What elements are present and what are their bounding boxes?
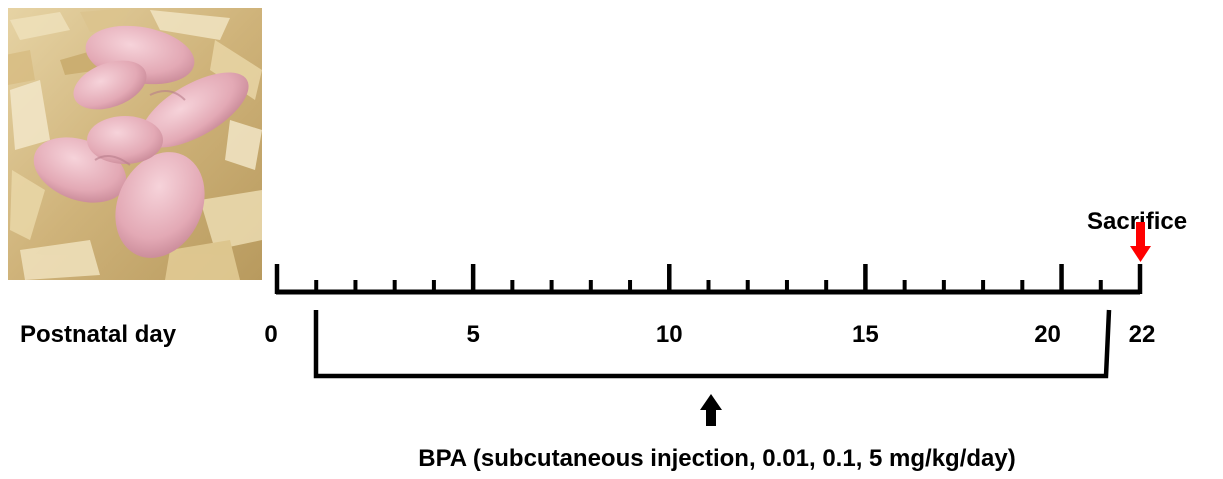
treatment-arrow-icon	[700, 394, 722, 426]
tick-label-day-22: 22	[1129, 321, 1156, 348]
sacrifice-arrow-icon	[1130, 222, 1151, 262]
timeline-ticks	[274, 264, 1143, 294]
tick-label-day-20: 20	[1034, 321, 1061, 348]
pups-photo	[8, 8, 262, 280]
treatment-label: BPA (subcutaneous injection, 0.01, 0.1, …	[418, 445, 1015, 472]
tick-label-day-15: 15	[852, 321, 879, 348]
pups	[33, 25, 249, 258]
axis-label: Postnatal day	[20, 321, 177, 348]
bedding-shavings	[8, 8, 262, 280]
tick-label-day-5: 5	[466, 321, 479, 348]
tick-label-day-10: 10	[656, 321, 683, 348]
timeline-tick-labels: 0 5 10 15 20 22	[264, 321, 1155, 348]
treatment-bracket	[313, 309, 1112, 379]
tick-label-day-0: 0	[264, 321, 277, 348]
